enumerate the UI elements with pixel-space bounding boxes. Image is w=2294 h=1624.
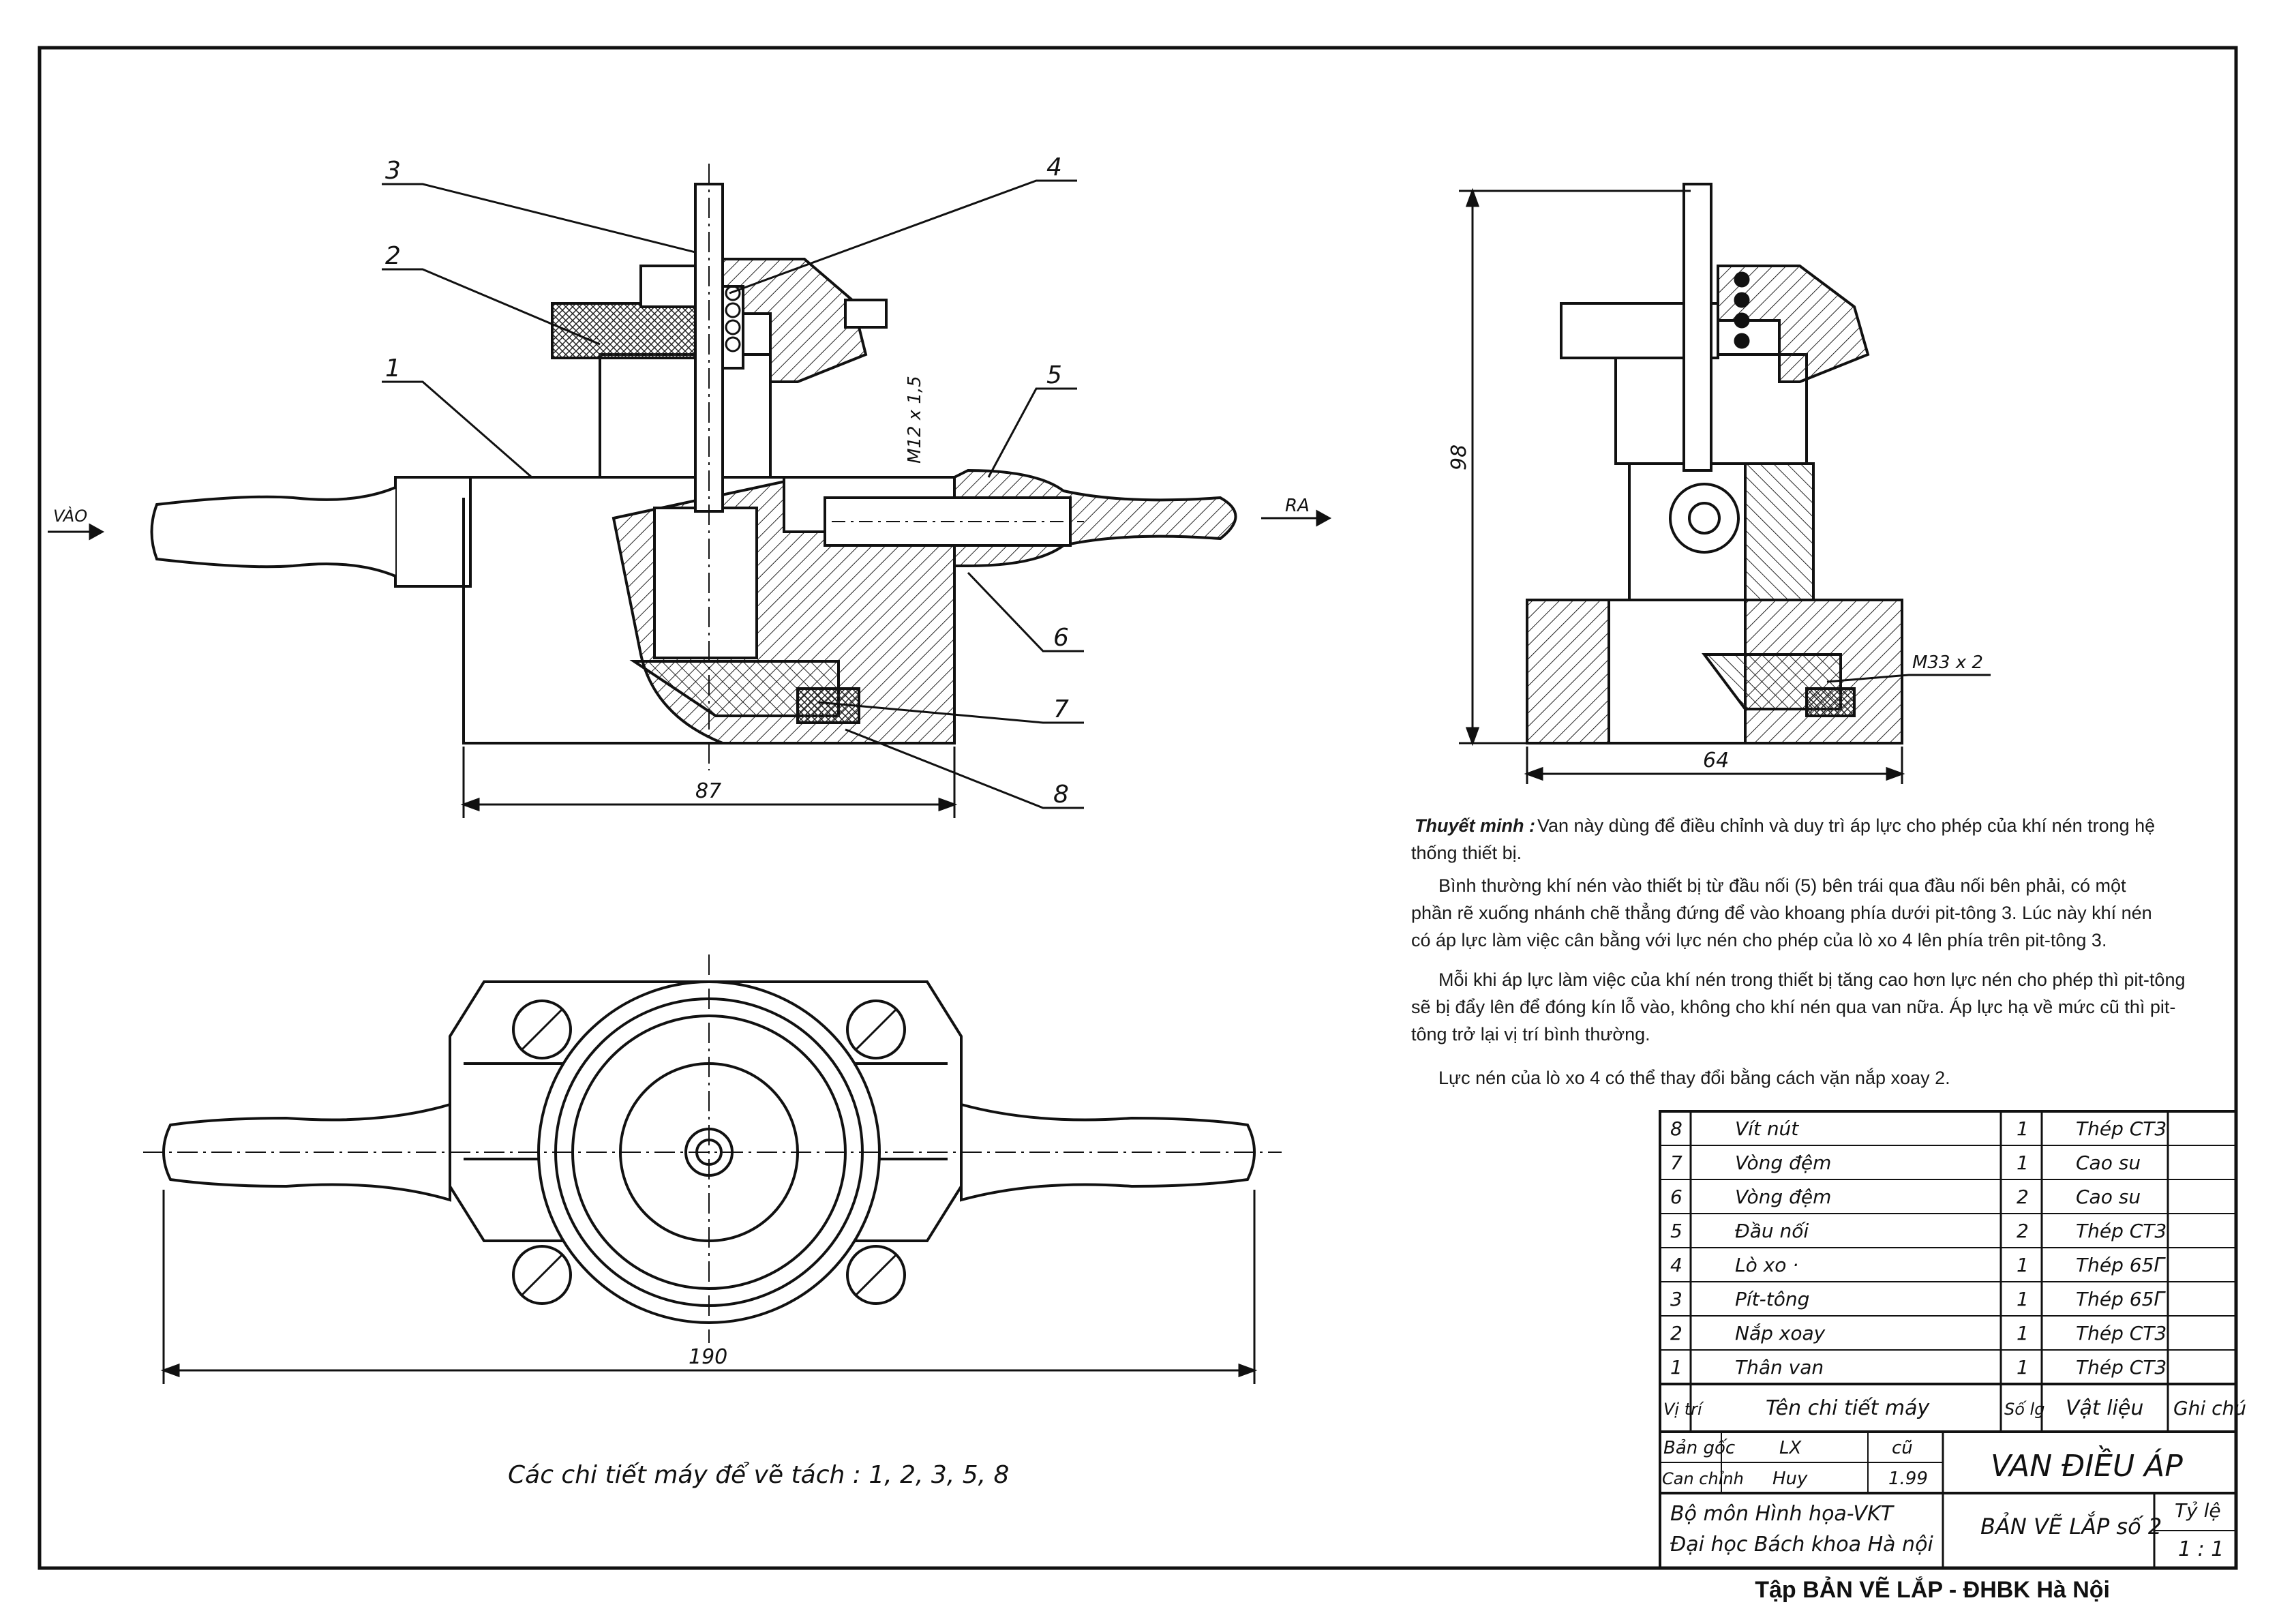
description-line-1: Van này dùng để điều chỉnh và duy trì áp… xyxy=(1537,815,2155,836)
leader-6: 6 xyxy=(1053,624,1069,652)
part-8-material: Thép CT3 xyxy=(2076,1117,2167,1140)
description-line-2: thống thiết bị. xyxy=(1411,843,1522,863)
part-4-material: Thép 65Γ xyxy=(2076,1254,2166,1276)
parts-rows: 8 Vít nút 1 Thép CT3 7 Vòng đệm 1 Cao su… xyxy=(1663,1117,2246,1420)
part-7-qty: 1 xyxy=(2017,1152,2029,1174)
description-line-8: tông trở lại vị trí bình thường. xyxy=(1411,1024,1650,1044)
part-7-material: Cao su xyxy=(2076,1152,2141,1174)
part-3-pos: 3 xyxy=(1670,1288,1682,1310)
flow-out-label: RA xyxy=(1285,496,1310,516)
tb-scale-label: Tỷ lệ xyxy=(2175,1499,2221,1522)
header-pos: Vị trí xyxy=(1663,1400,1704,1419)
tb-checked-label: Can chỉnh xyxy=(1662,1469,1744,1488)
flow-arrows xyxy=(48,509,1332,541)
description-line-6: Mỗi khi áp lực làm việc của khí nén tron… xyxy=(1438,969,2185,990)
dim-98 xyxy=(1459,187,1691,747)
part-4-qty: 1 xyxy=(2017,1254,2029,1276)
side-thread-label: M33 x 2 xyxy=(1912,652,1983,673)
tb-original-rev: cũ xyxy=(1892,1438,1913,1458)
part-3-name: Pít-tông xyxy=(1735,1288,1809,1310)
drawing-frame xyxy=(37,46,2238,1570)
part-1-pos: 1 xyxy=(1670,1356,1682,1379)
dim-87-label: 87 xyxy=(695,779,721,803)
part-8-pos: 8 xyxy=(1670,1117,1682,1140)
dim-64-label: 64 xyxy=(1703,749,1729,772)
detail-note: Các chi tiết máy để vẽ tách : 1, 2, 3, 5… xyxy=(508,1461,1009,1489)
side-section-view xyxy=(1526,183,1903,745)
tb-department: Bộ môn Hình họa-VKT xyxy=(1670,1502,1895,1526)
leader-4: 4 xyxy=(1046,153,1062,181)
part-3-material: Thép 65Γ xyxy=(2076,1288,2166,1310)
tb-original-value: LX xyxy=(1779,1438,1802,1458)
part-2-pos: 2 xyxy=(1670,1322,1682,1344)
part-7-pos: 7 xyxy=(1670,1152,1682,1174)
part-8-qty: 1 xyxy=(2017,1117,2029,1140)
part-2-material: Thép CT3 xyxy=(2076,1322,2167,1344)
leader-2: 2 xyxy=(385,242,401,270)
front-leaders xyxy=(382,179,1084,809)
part-8-name: Vít nút xyxy=(1735,1117,1799,1140)
part-5-name: Đầu nối xyxy=(1735,1220,1809,1242)
footer-caption: Tập BẢN VẼ LẮP - ĐHBK Hà Nội xyxy=(1755,1577,2110,1603)
leader-8: 8 xyxy=(1053,781,1069,809)
description-line-7: sẽ bị đẩy lên để đóng kín lỗ vào, không … xyxy=(1411,996,2175,1017)
leader-1: 1 xyxy=(385,355,401,382)
leader-3: 3 xyxy=(385,157,401,185)
header-name: Tên chi tiết máy xyxy=(1766,1396,1930,1420)
part-4-name: Lò xo · xyxy=(1735,1254,1798,1276)
leader-5: 5 xyxy=(1046,361,1062,389)
front-thread-label: M12 x 1,5 xyxy=(905,376,925,464)
tb-original-label: Bản gốc xyxy=(1663,1438,1735,1458)
part-2-qty: 1 xyxy=(2017,1322,2029,1344)
tb-scale-value: 1 : 1 xyxy=(2178,1537,2224,1561)
leader-7: 7 xyxy=(1053,695,1069,723)
header-material: Vật liệu xyxy=(2066,1396,2143,1420)
tb-sheet: BẢN VẼ LẮP số 2 xyxy=(1980,1511,2162,1539)
dim-190-label: 190 xyxy=(689,1345,727,1369)
dim-87 xyxy=(460,747,958,818)
part-3-qty: 1 xyxy=(2017,1288,2029,1310)
part-6-pos: 6 xyxy=(1670,1186,1682,1208)
part-6-name: Vòng đệm xyxy=(1735,1186,1831,1208)
tb-title: VAN ĐIỀU ÁP xyxy=(1991,1445,2183,1484)
part-5-pos: 5 xyxy=(1670,1220,1682,1242)
description-line-4: phần rẽ xuống nhánh chẽ thẳng đứng để và… xyxy=(1411,901,2152,923)
part-5-material: Thép CT3 xyxy=(2076,1220,2167,1242)
spring-coils xyxy=(725,285,741,352)
header-note: Ghi chú xyxy=(2173,1397,2246,1419)
description-line-3: Bình thường khí nén vào thiết bị từ đầu … xyxy=(1438,875,2126,896)
header-qty: Số lg xyxy=(2004,1400,2044,1419)
title-block xyxy=(1659,1430,2237,1569)
part-4-pos: 4 xyxy=(1670,1254,1682,1276)
part-6-qty: 2 xyxy=(2017,1186,2029,1208)
tb-university: Đại học Bách khoa Hà nội xyxy=(1670,1533,1933,1557)
flow-in-label: VÀO xyxy=(53,506,87,526)
description: Thuyết minh : Van này dùng để điều chỉnh… xyxy=(1411,815,2185,1088)
dim-64 xyxy=(1524,747,1905,784)
bolt-holes xyxy=(512,999,906,1305)
dim-190 xyxy=(160,1190,1258,1384)
front-section-view xyxy=(150,164,1237,770)
dim-98-label: 98 xyxy=(1447,445,1471,470)
title-block-text: Bản gốc LX cũ Can chỉnh Huy 1.99 VAN ĐIỀ… xyxy=(1662,1438,2224,1561)
part-2-name: Nắp xoay xyxy=(1735,1322,1826,1344)
parts-list xyxy=(1659,1110,2237,1433)
part-1-qty: 1 xyxy=(2017,1356,2029,1379)
side-thread-leader xyxy=(1826,674,1991,683)
description-line-9: Lực nén của lò xo 4 có thể thay đổi bằng… xyxy=(1438,1067,1950,1088)
tb-checked-date: 1.99 xyxy=(1888,1469,1928,1489)
part-1-name: Thân van xyxy=(1735,1356,1824,1379)
description-line-5: có áp lực làm việc cân bằng với lực nén … xyxy=(1411,929,2107,950)
tb-checked-sign: Huy xyxy=(1772,1469,1808,1489)
part-1-material: Thép CT3 xyxy=(2076,1356,2167,1379)
top-view xyxy=(143,954,1282,1343)
part-7-name: Vòng đệm xyxy=(1735,1152,1831,1174)
part-5-qty: 2 xyxy=(2017,1220,2029,1242)
side-spring-coils xyxy=(1734,271,1750,349)
part-6-material: Cao su xyxy=(2076,1186,2141,1208)
description-heading: Thuyết minh : xyxy=(1415,815,1535,836)
